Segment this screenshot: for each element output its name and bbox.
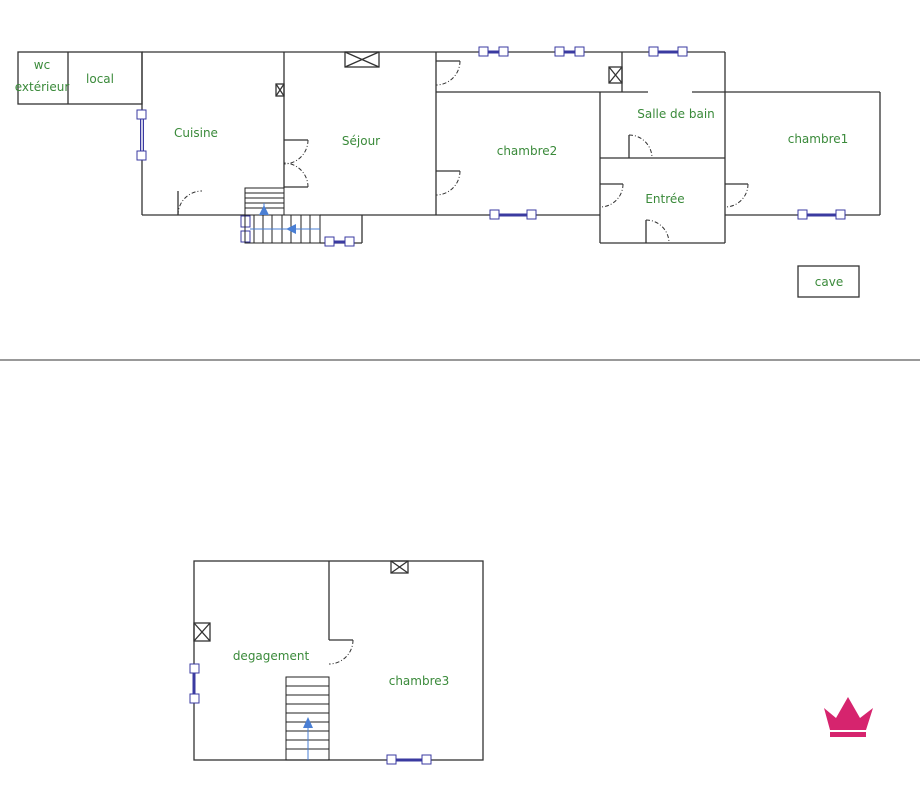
room-label-cuisine: Cuisine <box>174 126 218 140</box>
stairs <box>244 187 321 244</box>
room-label-chambre3: chambre3 <box>389 674 450 688</box>
room-label-wc-exterieur: extérieur <box>15 80 70 94</box>
crown-logo-icon <box>824 697 873 737</box>
room-label-cave: cave <box>815 275 843 289</box>
room-label-sejour: Séjour <box>342 134 380 148</box>
doors <box>177 60 749 244</box>
room-label-degagement: degagement <box>233 649 310 663</box>
room-label-salle-de-bain: Salle de bain <box>637 107 715 121</box>
room-label-wc: wc <box>34 58 50 72</box>
upper-floor-walls <box>189 560 484 765</box>
ground-floor-walls <box>17 51 881 298</box>
windows <box>136 46 846 247</box>
room-label-local: local <box>86 72 114 86</box>
room-label-chambre1: chambre1 <box>788 132 849 146</box>
room-label-chambre2: chambre2 <box>497 144 558 158</box>
room-label-entree: Entrée <box>645 192 684 206</box>
